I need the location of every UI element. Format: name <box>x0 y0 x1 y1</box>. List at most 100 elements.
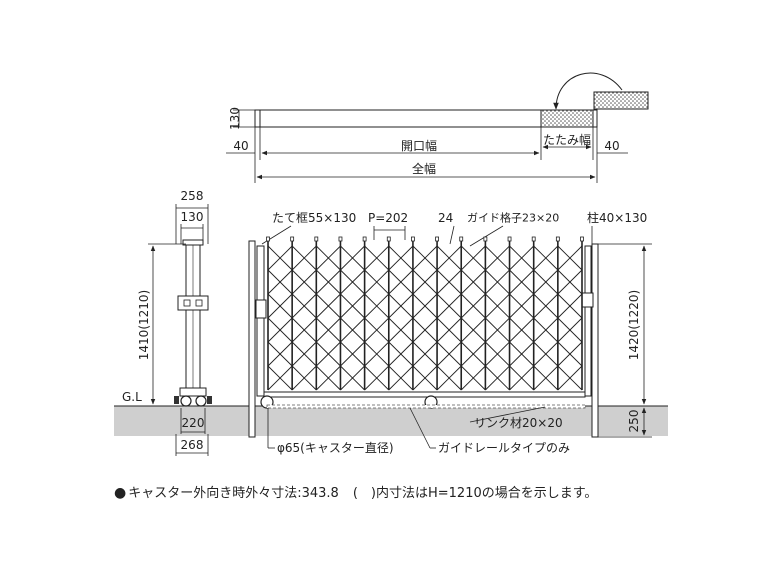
top-right-post <box>592 109 598 128</box>
front-right-post <box>591 243 599 438</box>
lattice-link <box>315 245 341 271</box>
front-handle <box>255 299 267 319</box>
lattice-link <box>364 245 390 271</box>
top-dim-130: 130 <box>228 107 242 130</box>
lattice-link <box>340 317 365 343</box>
lattice-link <box>509 293 535 319</box>
lattice-link <box>388 293 414 319</box>
lattice-bar-cap <box>362 236 367 242</box>
front-link-label: リンク材20×20 <box>474 416 563 430</box>
side-latch <box>177 295 209 311</box>
lattice-link <box>557 269 583 295</box>
lattice-bar-cap <box>459 236 464 242</box>
lattice-link <box>485 293 510 319</box>
front-dim-24: 24 <box>438 211 453 225</box>
front-pitch-label: P=202 <box>368 211 408 225</box>
side-view: 258 130 1410(1210) 220 268 <box>137 189 212 456</box>
lattice-link <box>364 293 390 319</box>
lattice-link <box>533 317 559 343</box>
top-dim-40-left: 40 <box>233 139 248 153</box>
top-total-width-label: 全幅 <box>412 161 436 176</box>
lattice-bar-cap <box>580 236 584 242</box>
top-folded-position <box>593 91 649 110</box>
lattice-link <box>267 293 293 319</box>
lattice-link <box>485 365 510 391</box>
footnote-paren: ( ) <box>352 486 376 501</box>
lattice-link <box>388 341 414 367</box>
front-bottom-rail <box>263 391 586 398</box>
lattice-link <box>267 317 293 343</box>
lattice-link <box>340 269 365 295</box>
lattice-link <box>460 269 486 295</box>
lattice-link <box>533 365 559 391</box>
lattice-link <box>291 269 317 295</box>
lattice-link <box>267 269 293 295</box>
lattice-link <box>436 317 462 343</box>
lattice-link <box>412 269 438 295</box>
front-post-label: 柱40×130 <box>587 210 647 225</box>
lattice-link <box>412 341 438 367</box>
side-height-label: 1410(1210) <box>137 290 151 360</box>
side-post-cap <box>182 239 204 246</box>
side-caster-right <box>195 395 207 407</box>
lattice-bar-cap <box>483 236 488 242</box>
footnote: ●キャスター外向き時外々寸法:343.8( )内寸法はH=1210の場合を示しま… <box>114 482 597 501</box>
footnote-bullet: ● <box>114 485 127 501</box>
swing-arrow <box>553 72 623 110</box>
front-dim-250: 250 <box>627 410 641 433</box>
lattice-link <box>460 317 486 343</box>
top-dim-40-right: 40 <box>604 139 619 153</box>
lattice-link <box>315 365 341 391</box>
lattice-link <box>315 269 341 295</box>
lattice-bar-cap <box>386 236 391 242</box>
top-folded-section <box>540 109 594 128</box>
lattice-link <box>340 365 365 391</box>
lattice-link <box>509 317 535 343</box>
lattice-bar-cap <box>266 236 270 242</box>
front-height-right-label: 1420(1220) <box>627 290 641 360</box>
top-opening-width-label: 開口幅 <box>401 138 437 153</box>
top-left-post <box>254 109 261 128</box>
lattice-link <box>340 341 365 367</box>
lattice-link <box>364 317 390 343</box>
lattice-link <box>340 245 365 271</box>
lattice-link <box>436 365 462 391</box>
lattice-link <box>388 365 414 391</box>
lattice-link <box>291 317 317 343</box>
lattice-link <box>557 293 583 319</box>
lattice-link <box>533 293 559 319</box>
lattice-bar-cap <box>411 236 415 242</box>
lattice-link <box>557 245 583 271</box>
lattice-link <box>388 245 414 271</box>
lattice-link <box>509 341 535 367</box>
lattice-link <box>485 317 510 343</box>
lattice-link <box>412 245 438 271</box>
front-lattice <box>266 236 584 391</box>
side-base <box>179 387 207 397</box>
lattice-link <box>291 365 317 391</box>
lattice-bar-cap <box>338 236 343 242</box>
lattice-link <box>340 293 365 319</box>
lattice-link <box>557 317 583 343</box>
lattice-link <box>412 317 438 343</box>
front-left-frame <box>256 245 265 397</box>
lattice-link <box>460 341 486 367</box>
lattice-link <box>291 293 317 319</box>
front-caster-label: φ65(キャスター直径) <box>277 441 394 455</box>
front-right-frame <box>584 245 592 397</box>
side-dim-220: 220 <box>182 416 205 430</box>
lattice-link <box>557 365 583 391</box>
lattice-link <box>315 317 341 343</box>
lattice-bar-cap <box>290 236 295 242</box>
lattice-link <box>412 365 438 391</box>
lattice-link <box>533 341 559 367</box>
side-caster-left <box>180 395 192 407</box>
lattice-link <box>364 341 390 367</box>
lattice-link <box>436 269 462 295</box>
footnote-caster-note: キャスター外向き時外々寸法:343.8 <box>128 486 339 501</box>
lattice-bar-cap <box>314 236 319 242</box>
lattice-link <box>364 365 390 391</box>
lattice-link <box>291 245 317 271</box>
lattice-bar-cap <box>531 236 536 242</box>
